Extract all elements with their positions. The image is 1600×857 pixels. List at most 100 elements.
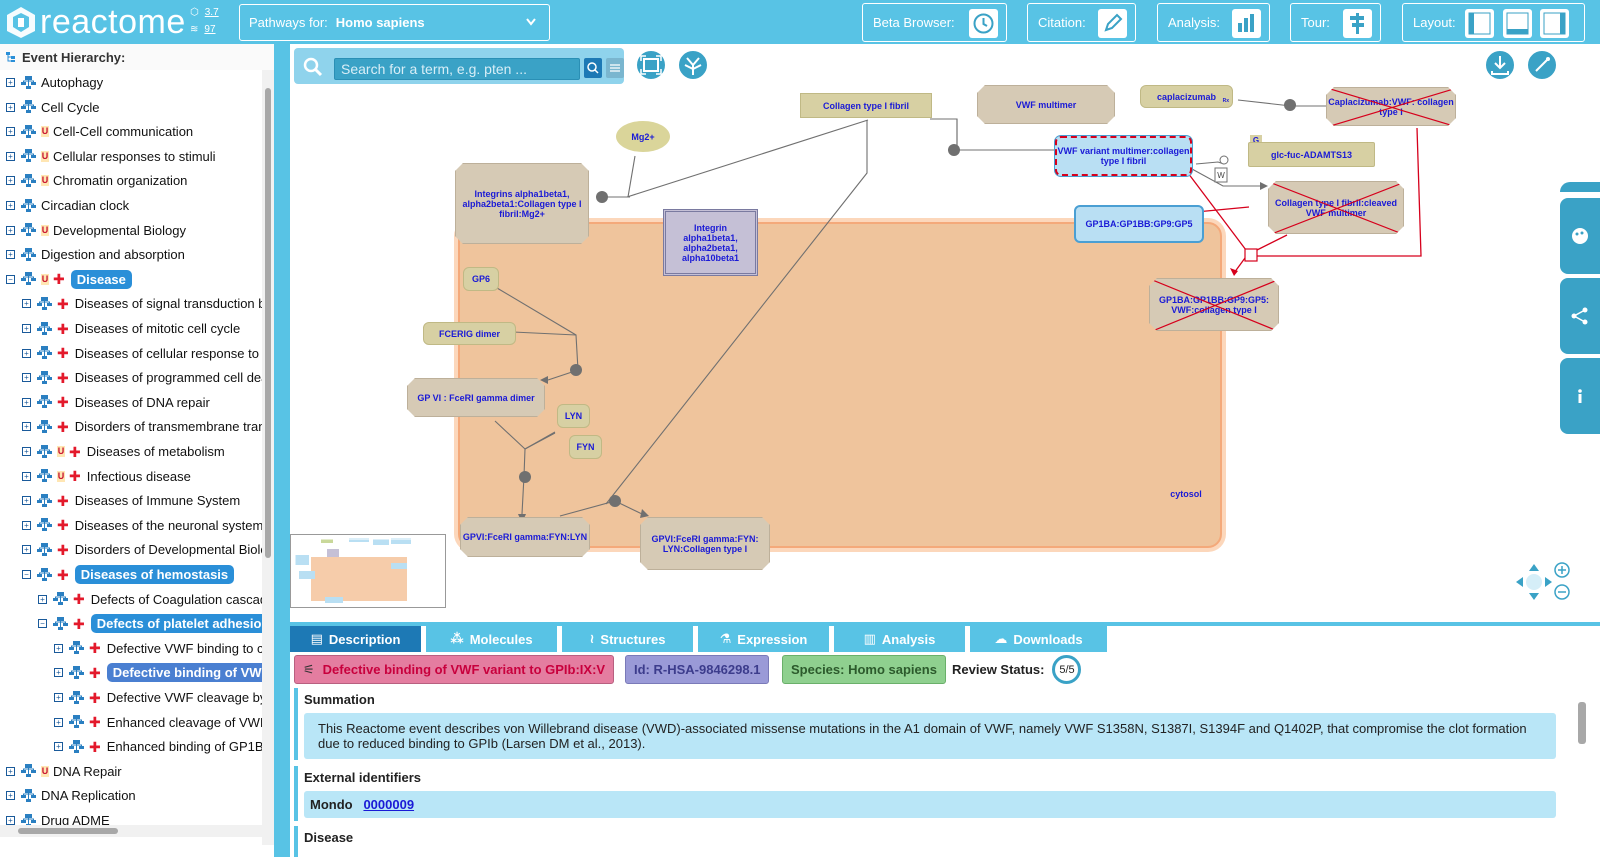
fit-diagram-button[interactable] [635, 49, 667, 81]
expand-toggle[interactable]: + [6, 225, 15, 235]
node-caplacizumab-vwf[interactable]: Caplacizumab:VWF: collagen type I [1326, 87, 1456, 126]
expand-toggle[interactable]: + [22, 348, 31, 358]
collapse-toggle[interactable]: − [22, 570, 31, 579]
scrollbar-thumb[interactable] [1578, 702, 1586, 744]
tab-analysis[interactable]: ▥Analysis [834, 626, 965, 652]
node-integrin[interactable]: Integrin alpha1beta1, alpha2beta1, alpha… [663, 209, 758, 276]
tab-description[interactable]: ▤Description [290, 626, 421, 652]
node-integrins-complex[interactable]: Integrins alpha1beta1, alpha2beta1:Colla… [455, 163, 589, 244]
scrollbar-thumb[interactable] [18, 828, 118, 834]
search-input[interactable]: Search for a term, e.g. pten ... [334, 58, 580, 80]
diagram-thumbnail[interactable] [290, 534, 446, 608]
expand-toggle[interactable]: + [22, 520, 31, 530]
tree-item[interactable]: −✚Defects of platelet adhesion to expose… [38, 611, 262, 636]
expand-toggle[interactable]: + [6, 791, 15, 801]
expand-toggle[interactable]: + [6, 78, 15, 87]
expand-toggle[interactable]: + [6, 102, 15, 112]
node-vwf-variant[interactable]: VWF variant multimer:collagen type I fib… [1055, 136, 1192, 176]
tree-item[interactable]: +Digestion and absorption [6, 242, 185, 267]
tree-item[interactable]: +✚Enhanced binding of GP1BA variant to V… [54, 734, 262, 759]
node-mg[interactable]: Mg2+ [616, 121, 670, 152]
expand-toggle[interactable]: + [38, 594, 47, 604]
tree-item[interactable]: +✚Diseases of cellular response to stres… [22, 341, 262, 366]
tree-item[interactable]: −U✚Disease [6, 267, 132, 292]
tree-item[interactable]: +✚Defective VWF binding to collagen type… [54, 636, 262, 661]
expand-toggle[interactable]: + [22, 447, 31, 456]
diagram-settings-button[interactable] [1526, 49, 1558, 81]
expand-toggle[interactable]: + [22, 373, 31, 383]
scrollbar-thumb[interactable] [265, 88, 271, 558]
tab-downloads[interactable]: ☁Downloads [970, 626, 1107, 652]
tree-item[interactable]: +✚Diseases of Immune System [22, 488, 240, 513]
expand-toggle[interactable]: + [22, 471, 31, 481]
layout-left-icon[interactable] [1465, 9, 1494, 38]
tab-expression[interactable]: ⚗Expression [698, 626, 829, 652]
tree-item[interactable]: +Drug ADME [6, 808, 110, 833]
release-number[interactable]: 97 [204, 24, 216, 35]
pan-arrows-icon[interactable] [1512, 560, 1578, 604]
tree-item[interactable]: +DNA Replication [6, 783, 136, 808]
analysis-button[interactable]: Analysis: [1157, 3, 1270, 42]
collapse-toggle[interactable]: − [6, 274, 15, 284]
expand-toggle[interactable]: + [54, 717, 63, 727]
tree-item[interactable]: +Cell Cycle [6, 95, 100, 120]
cytosol-compartment[interactable] [458, 222, 1222, 548]
node-vwf-multimer[interactable]: VWF multimer [977, 85, 1115, 124]
tree-item[interactable]: +✚Disorders of transmembrane transporter… [22, 414, 262, 439]
tree-item[interactable]: +✚Diseases of the neuronal system [22, 513, 262, 538]
node-collagen-cleaved[interactable]: Collagen type I fibril:cleaved VWF multi… [1268, 181, 1404, 234]
tree-item[interactable]: +✚Disorders of Developmental Biology [22, 537, 262, 562]
tab-molecules[interactable]: ⁂Molecules [426, 626, 557, 652]
collapse-toggle[interactable]: − [38, 619, 47, 629]
node-lyn[interactable]: LYN [557, 404, 590, 428]
expand-toggle[interactable]: + [54, 742, 63, 752]
version-number[interactable]: 3.7 [204, 7, 219, 18]
node-fyn[interactable]: FYN [569, 435, 602, 459]
reactome-logo[interactable]: reactome [4, 2, 186, 42]
tree-item[interactable]: +✚Diseases of DNA repair [22, 390, 210, 415]
expand-toggle[interactable]: + [6, 816, 15, 825]
node-adamts13[interactable]: glc-fuc-ADAMTS13 [1248, 142, 1375, 167]
tree-item[interactable]: +✚Defective VWF cleavage by ADAMTS13 var… [54, 685, 262, 710]
expand-toggle[interactable]: + [6, 766, 15, 776]
pathway-diagram[interactable]: Search for a term, e.g. pten ... cytosol [286, 44, 1600, 622]
mondo-link[interactable]: 0000009 [363, 797, 415, 812]
species-selector[interactable]: Pathways for: Homo sapiens [239, 4, 550, 41]
share-tab[interactable] [1560, 278, 1600, 354]
tree-item[interactable]: +U✚Infectious disease [22, 464, 191, 489]
expand-toggle[interactable]: + [6, 201, 15, 210]
details-scrollbar[interactable] [1576, 688, 1588, 856]
node-collagen[interactable]: Collagen type I fibril [800, 93, 932, 118]
panel-splitter[interactable] [274, 44, 286, 857]
tree-item[interactable]: +✚Diseases of programmed cell death [22, 365, 262, 390]
tree-item[interactable]: −✚Diseases of hemostasis [22, 562, 235, 587]
node-fcerig[interactable]: FCERIG dimer [423, 322, 516, 345]
layout-bottom-icon[interactable] [1503, 9, 1532, 38]
expand-toggle[interactable]: + [54, 693, 63, 702]
expand-toggle[interactable]: + [6, 176, 15, 186]
layout-button[interactable]: Layout: [1402, 3, 1585, 42]
palette-tab[interactable] [1560, 198, 1600, 274]
tree-horizontal-scrollbar[interactable] [0, 825, 262, 837]
tree-item[interactable]: +✚Defects of Coagulation cascade [38, 587, 262, 612]
node-gpvi-collagen[interactable]: GPVI:FceRI gamma:FYN: LYN:Collagen type … [640, 517, 770, 570]
search-options-button[interactable] [606, 58, 624, 78]
download-diagram-button[interactable] [1484, 49, 1516, 81]
expand-toggle[interactable]: + [54, 668, 63, 678]
expand-toggle[interactable]: + [54, 643, 63, 653]
node-gp1ba[interactable]: GP1BA:GP1BB:GP9:GP5 [1074, 205, 1204, 243]
tree-item[interactable]: +Circadian clock [6, 193, 129, 218]
tree-item[interactable]: +Autophagy [6, 70, 103, 95]
tree-item[interactable]: +✚Diseases of mitotic cell cycle [22, 316, 240, 341]
search-button[interactable] [584, 58, 602, 78]
expand-toggle[interactable]: + [22, 299, 31, 309]
navigation-controls[interactable] [1512, 560, 1578, 604]
citation-button[interactable]: Citation: [1027, 3, 1136, 42]
tree-vertical-scrollbar[interactable] [262, 70, 274, 845]
